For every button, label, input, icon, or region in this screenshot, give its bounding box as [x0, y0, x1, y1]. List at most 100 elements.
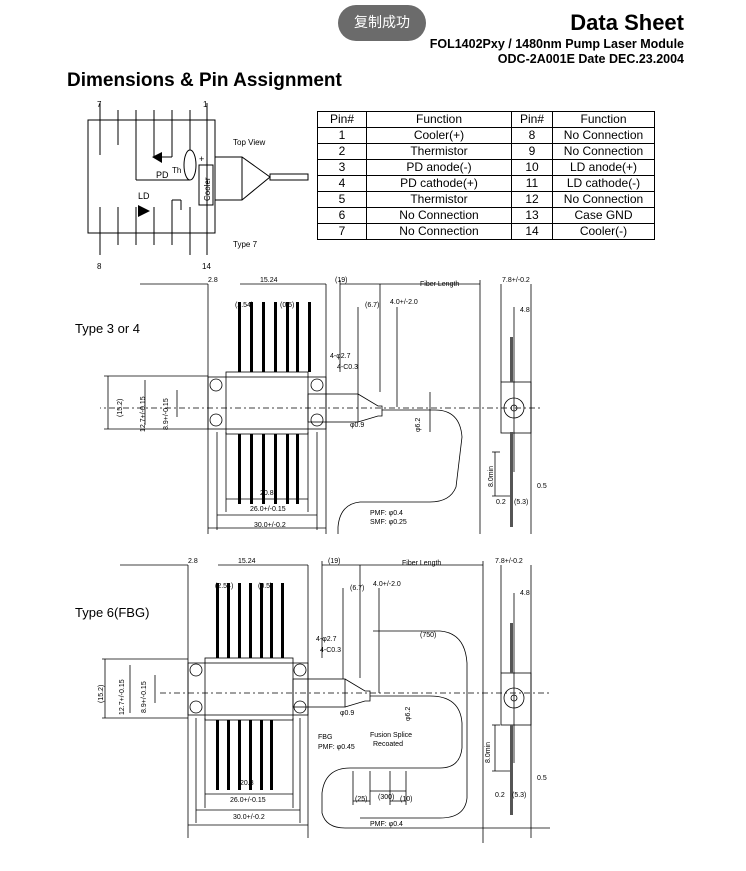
dim-phi-6-2: φ6.2 — [405, 707, 412, 721]
pin-function: No Connection — [366, 223, 512, 240]
pin-14-label: 14 — [202, 262, 211, 271]
pin-function: Thermistor — [366, 191, 512, 208]
pins — [238, 302, 311, 504]
dim-fiber-length: Fiber Length — [420, 281, 459, 288]
copy-success-toast: 复制成功 — [338, 5, 426, 41]
dim-300: (300) — [378, 794, 394, 801]
table-header-row: Pin# Function Pin# Function — [317, 111, 655, 128]
dim-4-0: 4.0+/-2.0 — [390, 299, 418, 306]
side-0-2-label: 0.2 — [496, 499, 506, 506]
fusion-splice-label: Fusion Splice — [370, 732, 412, 739]
dim-15-24: 15.24 — [238, 558, 256, 565]
dim-15-2: (15.2) — [98, 685, 105, 703]
side-0-5-label: 0.5 — [537, 775, 547, 782]
dim-hole: 4-φ2.7 — [330, 353, 351, 360]
dim-hole: 4-φ2.7 — [316, 636, 337, 643]
pin-1-label: 1 — [203, 100, 208, 109]
pin-function: No Connection — [366, 207, 512, 224]
type-3-4-drawing: 2.8 15.24 (2.54) (0.5) (19) Fiber Length… — [100, 277, 547, 534]
dim-0-5: (0.5) — [258, 583, 272, 590]
dim-15-24: 15.24 — [260, 277, 278, 284]
side-5-3-label: (5.3) — [514, 499, 528, 506]
fbg-pmf-label: PMF: φ0.45 — [318, 744, 355, 751]
cooler-element — [198, 164, 214, 206]
dim-20-8: 20.8 — [240, 780, 254, 787]
side-5-3-label: (5.3) — [512, 792, 526, 799]
dim-phi-6-2: φ6.2 — [415, 418, 422, 432]
pin-8-label: 8 — [97, 262, 102, 271]
dim-phi-0-9: φ0.9 — [340, 710, 354, 717]
header-pin: Pin# — [511, 111, 553, 128]
pin-function: No Connection — [552, 143, 655, 160]
dim-12-7: 12.7+/-0.15 — [119, 679, 126, 715]
dim-chamfer: 4-C0.3 — [337, 364, 358, 371]
top-pins — [99, 103, 208, 255]
document-info: ODC-2A001E Date DEC.23.2004 — [497, 52, 684, 66]
pin-function: PD anode(-) — [366, 159, 512, 176]
dim-4-0: 4.0+/-2.0 — [373, 581, 401, 588]
bottom-pins — [99, 207, 191, 255]
pin-function: LD cathode(-) — [552, 175, 655, 192]
dim-26: 26.0+/-0.15 — [250, 506, 286, 513]
fiber-pmf-label: PMF: φ0.4 — [370, 821, 403, 828]
pin-number: 8 — [511, 127, 553, 144]
pin-number: 6 — [317, 207, 367, 224]
pin-function: No Connection — [552, 127, 655, 144]
dim-2-54: (2.54) — [215, 583, 233, 590]
dim-chamfer: 4-C0.3 — [320, 647, 341, 654]
section-title: Dimensions & Pin Assignment — [67, 70, 342, 91]
dim-750: (750) — [420, 632, 436, 639]
fiber-pmf-label: PMF: φ0.4 — [370, 510, 403, 517]
dim-2-8: 2.8 — [188, 558, 198, 565]
pin-number: 12 — [511, 191, 553, 208]
pin-schematic: 7 1 8 14 Top View Type 7 PD LD Th + Cool… — [87, 100, 309, 271]
dim-12-7: 12.7+/-0.15 — [140, 396, 147, 432]
pin-function: PD cathode(+) — [366, 175, 512, 192]
pin-number: 3 — [317, 159, 367, 176]
type-7-label: Type 7 — [233, 240, 258, 249]
dim-8-9: 8.9+/-0.15 — [163, 398, 170, 430]
pin-function: Thermistor — [366, 143, 512, 160]
type-6-fbg-drawing: 2.8 15.24 (2.54) (0.5) (19) Fiber Length… — [98, 558, 550, 843]
header-function: Function — [552, 111, 655, 128]
dim-19: (19) — [335, 277, 347, 284]
cooler-label: Cooler — [203, 177, 212, 201]
pd-label: PD — [156, 170, 169, 180]
dim-30: 30.0+/-0.2 — [254, 522, 286, 529]
pin-number: 9 — [511, 143, 553, 160]
dim-15-2: (15.2) — [117, 399, 124, 417]
header-function: Function — [366, 111, 512, 128]
dim-fiber-length: Fiber Length — [402, 560, 441, 567]
product-subtitle: FOL1402Pxy / 1480nm Pump Laser Module — [429, 37, 684, 51]
recoated-label: Recoated — [373, 741, 403, 748]
pin-function: No Connection — [552, 191, 655, 208]
package-inner — [225, 371, 309, 435]
side-0-2-label: 0.2 — [495, 792, 505, 799]
type-3-4-label: Type 3 or 4 — [75, 321, 141, 336]
ld-diode-icon — [138, 205, 150, 217]
pin-function: Cooler(+) — [366, 127, 512, 144]
header-pin: Pin# — [317, 111, 367, 128]
schematic-package-outline — [87, 119, 216, 234]
ld-label: LD — [138, 191, 150, 201]
dim-6-7: (6.7) — [365, 302, 379, 309]
dim-6-7: (6.7) — [350, 585, 364, 592]
fiber-smf-label: SMF: φ0.25 — [370, 519, 407, 526]
pin-function: Cooler(-) — [552, 223, 655, 240]
pin-7-label: 7 — [97, 100, 102, 109]
package-body — [187, 662, 309, 716]
dim-2-8: 2.8 — [208, 277, 218, 284]
datasheet-title: Data Sheet — [570, 10, 684, 35]
pin-number: 1 — [317, 127, 367, 144]
dim-phi-0-9: φ0.9 — [350, 422, 364, 429]
dim-8-9: 8.9+/-0.15 — [141, 681, 148, 713]
pin-number: 2 — [317, 143, 367, 160]
fbg-label: FBG — [318, 734, 332, 741]
